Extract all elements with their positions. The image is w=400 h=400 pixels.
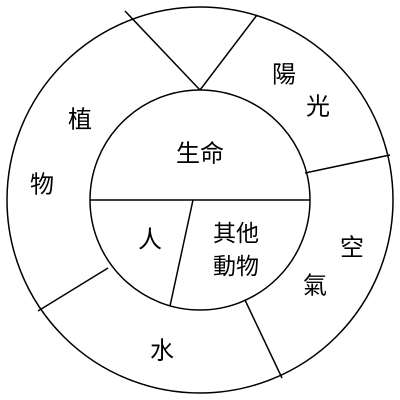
inner-vertical-divider	[169, 199, 194, 307]
ring-divider-bottom-left	[37, 267, 109, 312]
label-life: 生命	[176, 140, 224, 168]
label-water: 水	[150, 337, 174, 365]
outer-circle	[6, 6, 394, 394]
label-other-animals-line2: 動物	[213, 254, 259, 280]
label-sunlight-line2: 光	[306, 93, 330, 121]
label-air-line2: 氣	[303, 272, 327, 300]
ring-divider-bottom-right	[244, 299, 283, 379]
label-other-animals-line1: 其他	[213, 221, 259, 247]
label-sunlight-line1: 陽	[272, 61, 296, 89]
label-human: 人	[138, 226, 162, 254]
ring-divider-right	[304, 154, 391, 174]
ring-divider-top-left	[124, 10, 201, 91]
label-plant-line2: 物	[30, 171, 54, 199]
label-air-line1: 空	[340, 234, 364, 262]
label-plant-line1: 植	[68, 106, 92, 134]
ring-divider-top-right	[199, 14, 258, 91]
